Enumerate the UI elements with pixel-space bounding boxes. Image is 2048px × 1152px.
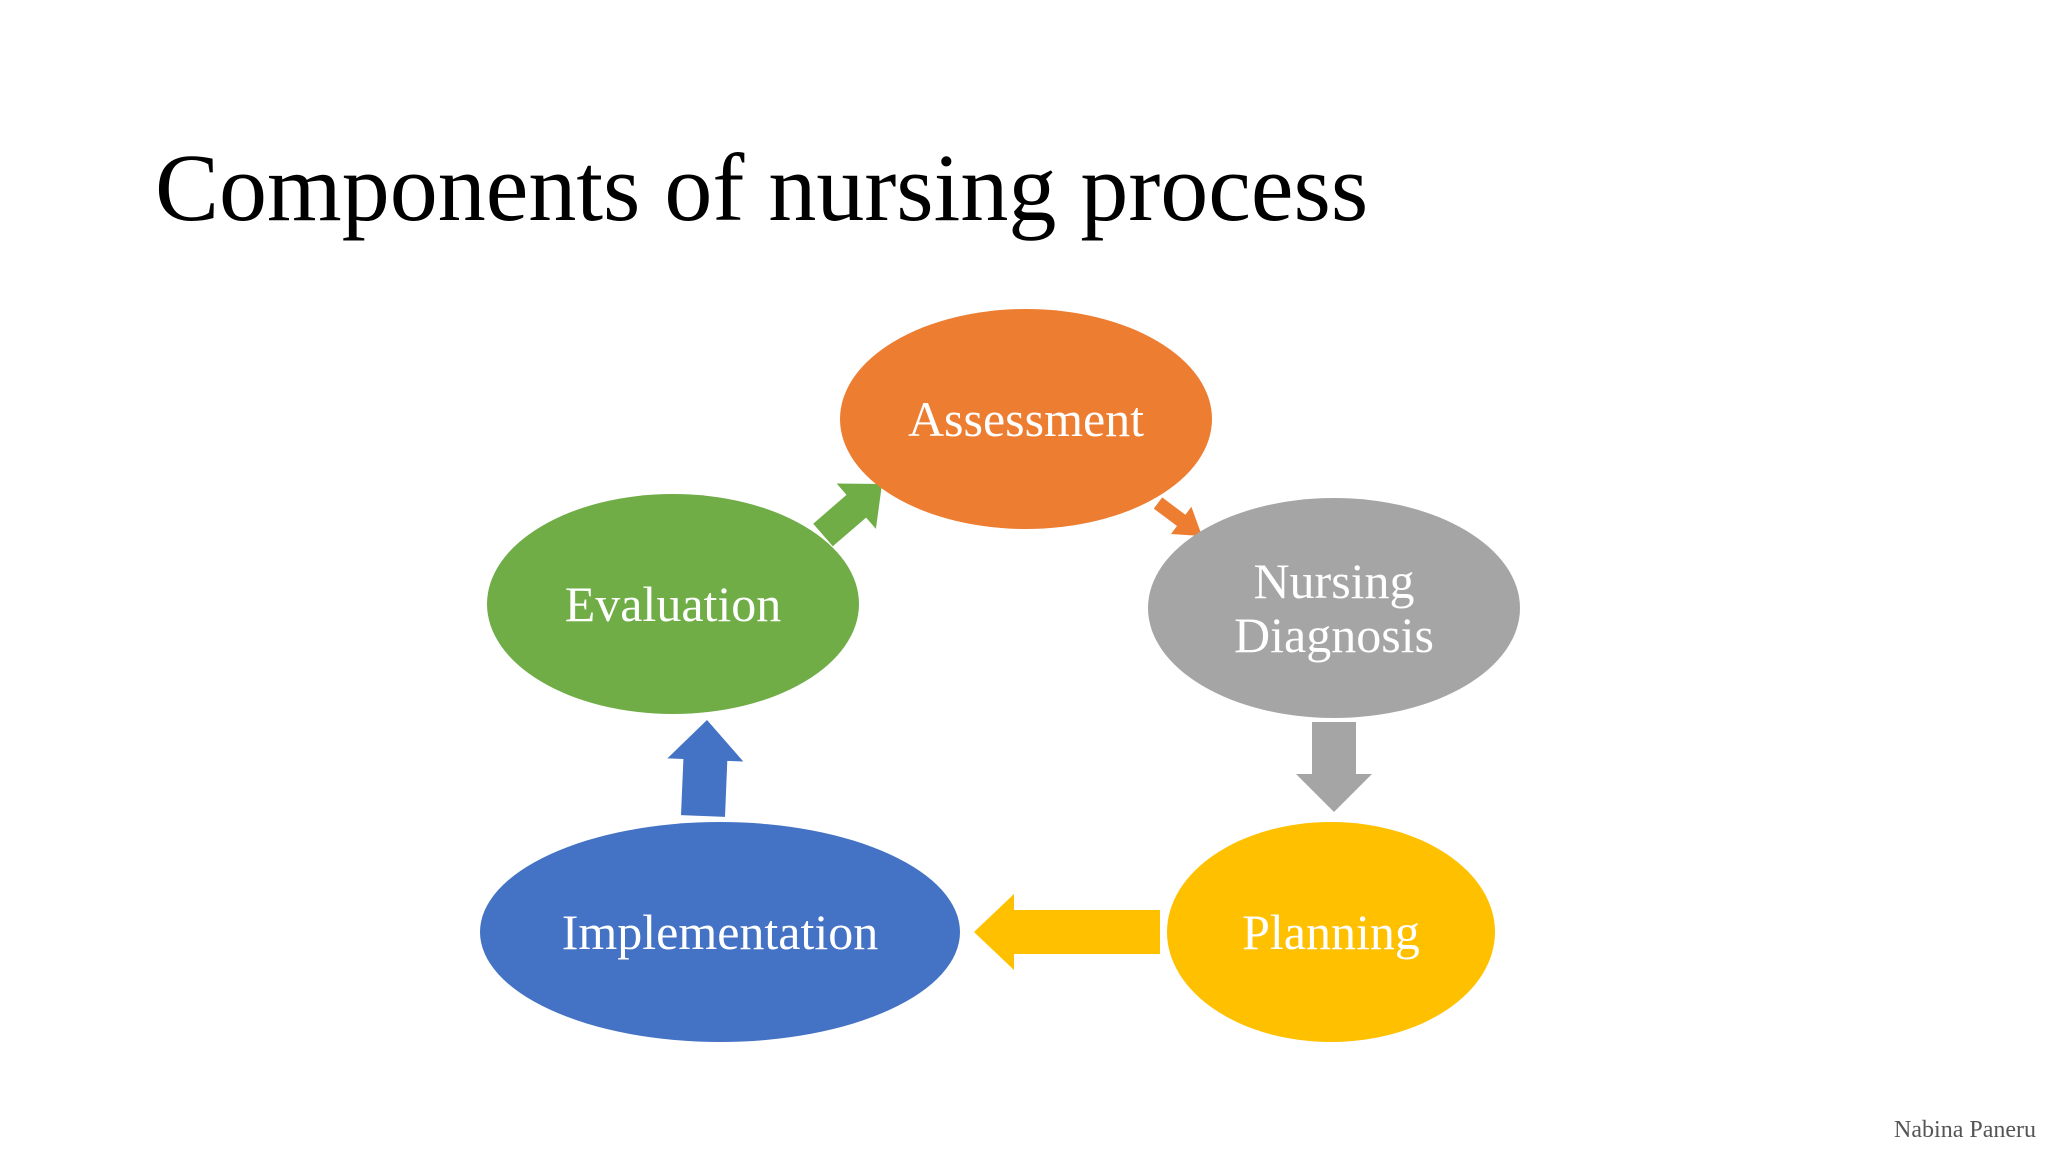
node-planning-ellipse [1167,822,1495,1042]
node-nursing-diagnosis-label-line-2: Diagnosis [1234,607,1434,663]
slide-title: Components of nursing process [155,134,1369,241]
node-evaluation-label-line-1: Evaluation [565,576,782,632]
author-credit: Nabina Paneru [1894,1117,2036,1143]
node-nursing-diagnosis-label-line-1: Nursing [1253,553,1414,609]
node-implementation-label-line-1: Implementation [562,904,879,960]
node-planning-label-line-1: Planning [1242,904,1420,960]
arrow-implementation-to-evaluation [667,720,744,817]
arrow-nursing-diagnosis-to-planning [1296,722,1372,812]
arrow-assessment-to-nursing-diagnosis [1153,497,1202,536]
node-implementation-ellipse [480,822,960,1042]
node-assessment-label-line-1: Assessment [908,391,1144,447]
arrows-layer [667,483,1372,970]
node-evaluation: Evaluation [487,494,859,714]
node-planning: Planning [1167,822,1495,1042]
nodes-layer: AssessmentNursingDiagnosisPlanningImplem… [480,309,1520,1042]
node-assessment-ellipse [840,309,1212,529]
arrow-evaluation-to-assessment [813,483,882,547]
node-nursing-diagnosis-ellipse [1148,498,1520,718]
node-implementation: Implementation [480,822,960,1042]
node-assessment: Assessment [840,309,1212,529]
arrow-planning-to-implementation [974,894,1160,970]
node-evaluation-ellipse [487,494,859,714]
